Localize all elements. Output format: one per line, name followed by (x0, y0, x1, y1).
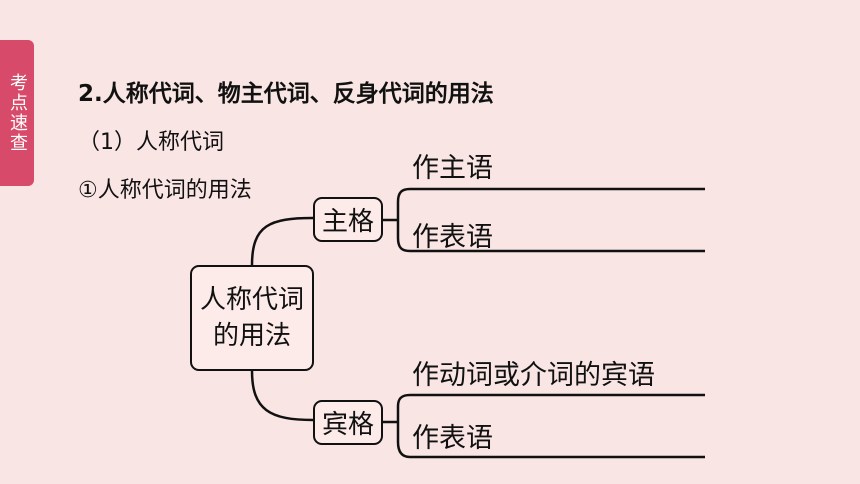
center-node: 人称代词 的用法 (190, 265, 314, 371)
leaf-object-2: 作表语 (412, 423, 493, 454)
connector-center-subject (250, 216, 314, 266)
center-line-2: 的用法 (212, 321, 291, 351)
section-subtitle: （1）人称代词 (78, 130, 224, 155)
leaf-subject-1: 作主语 (412, 153, 493, 184)
branch-node-subject: 主格 (313, 197, 383, 242)
section-tab: 考点速查 (0, 40, 34, 186)
leaf-subject-2: 作表语 (412, 222, 493, 253)
connector-center-object (250, 370, 314, 422)
center-line-1: 人称代词 (199, 285, 304, 315)
bracket-subject (383, 187, 705, 253)
branch-node-object: 宾格 (313, 400, 383, 445)
bracket-object (383, 393, 705, 459)
leaf-object-1: 作动词或介词的宾语 (412, 360, 655, 391)
page-title: 2.人称代词、物主代词、反身代词的用法 (78, 81, 494, 107)
usage-label: ①人称代词的用法 (78, 178, 252, 203)
